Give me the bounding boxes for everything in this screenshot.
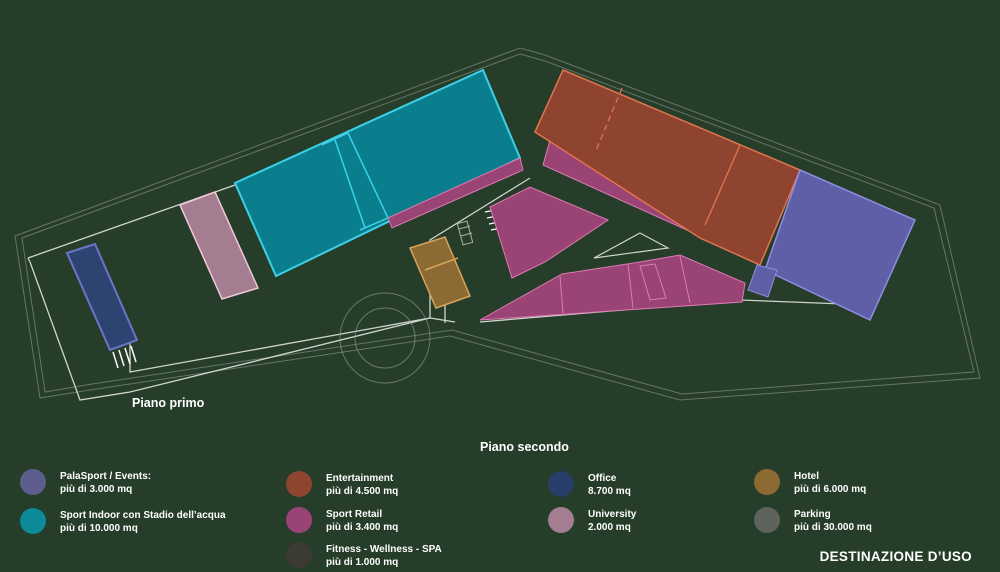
floor-caption-second: Piano secondo	[480, 440, 569, 454]
legend-item-sport-retail: Sport Retail più di 3.400 mq	[286, 507, 398, 534]
roundabout	[339, 292, 431, 384]
legend-label: Sport Indoor con Stadio dell’acqua	[60, 510, 226, 521]
hotel-division	[424, 257, 459, 271]
stairs	[112, 345, 137, 369]
legend-label: Office	[588, 473, 617, 484]
sport-retail-center	[489, 186, 610, 279]
office-block	[65, 242, 139, 352]
fitness-element	[456, 220, 474, 246]
legend-label: Sport Retail	[326, 509, 383, 520]
university-swatch	[548, 507, 574, 533]
legend-title: DESTINAZIONE D’USO	[819, 549, 972, 564]
legend-value: più di 3.000 mq	[60, 484, 133, 495]
legend-item-office: Office 8.700 mq	[548, 471, 631, 498]
legend-label: University	[588, 509, 637, 520]
office-swatch	[548, 471, 574, 497]
sport-indoor-divisions	[321, 69, 521, 231]
legend-item-parking: Parking più di 30.000 mq	[754, 507, 872, 534]
legend-value: più di 1.000 mq	[326, 557, 399, 568]
legend-item-university: University 2.000 mq	[548, 507, 636, 534]
sport-retail-strip	[387, 157, 524, 229]
legend-label: Hotel	[794, 471, 819, 482]
legend-item-hotel: Hotel più di 6.000 mq	[754, 469, 866, 496]
legend-item-fitness: Fitness - Wellness - SPA più di 1.000 mq	[286, 542, 442, 569]
legend-value: 2.000 mq	[588, 522, 631, 533]
hotel-swatch	[754, 469, 780, 495]
legend-value: più di 3.400 mq	[326, 522, 399, 533]
legend-value: più di 10.000 mq	[60, 523, 138, 534]
legend-label: Fitness - Wellness - SPA	[326, 544, 442, 555]
legend-value: più di 4.500 mq	[326, 486, 399, 497]
legend-item-entertainment: Entertainment più di 4.500 mq	[286, 471, 398, 498]
floor-caption-first: Piano primo	[132, 396, 205, 410]
entertainment-swatch	[286, 471, 312, 497]
legend-value: 8.700 mq	[588, 486, 631, 497]
palasport-block	[764, 168, 916, 322]
site-plan	[14, 47, 981, 401]
legend-item-sport-indoor: Sport Indoor con Stadio dell’acqua più di…	[20, 508, 226, 535]
sport-retail-bottom-divisions	[559, 255, 691, 314]
palasport-annex	[747, 264, 778, 298]
parking-swatch	[754, 507, 780, 533]
legend-label: Parking	[794, 509, 831, 520]
legend-label: PalaSport / Events:	[60, 471, 152, 482]
island	[593, 232, 670, 259]
entertainment-block	[534, 69, 801, 266]
legend-item-palasport: PalaSport / Events: più di 3.000 mq	[20, 469, 151, 496]
palasport-swatch	[20, 469, 46, 495]
legend-value: più di 6.000 mq	[794, 484, 867, 495]
entertainment-divisions	[594, 87, 741, 226]
sport-retail-bottom	[479, 254, 746, 321]
fitness-swatch	[286, 542, 312, 568]
sport-retail-swatch	[286, 507, 312, 533]
site-boundary	[14, 47, 981, 401]
hotel-block	[408, 236, 472, 309]
university-block	[178, 191, 260, 300]
legend-label: Entertainment	[326, 473, 394, 484]
legend-value: più di 30.000 mq	[794, 522, 872, 533]
sport-indoor-swatch	[20, 508, 46, 534]
